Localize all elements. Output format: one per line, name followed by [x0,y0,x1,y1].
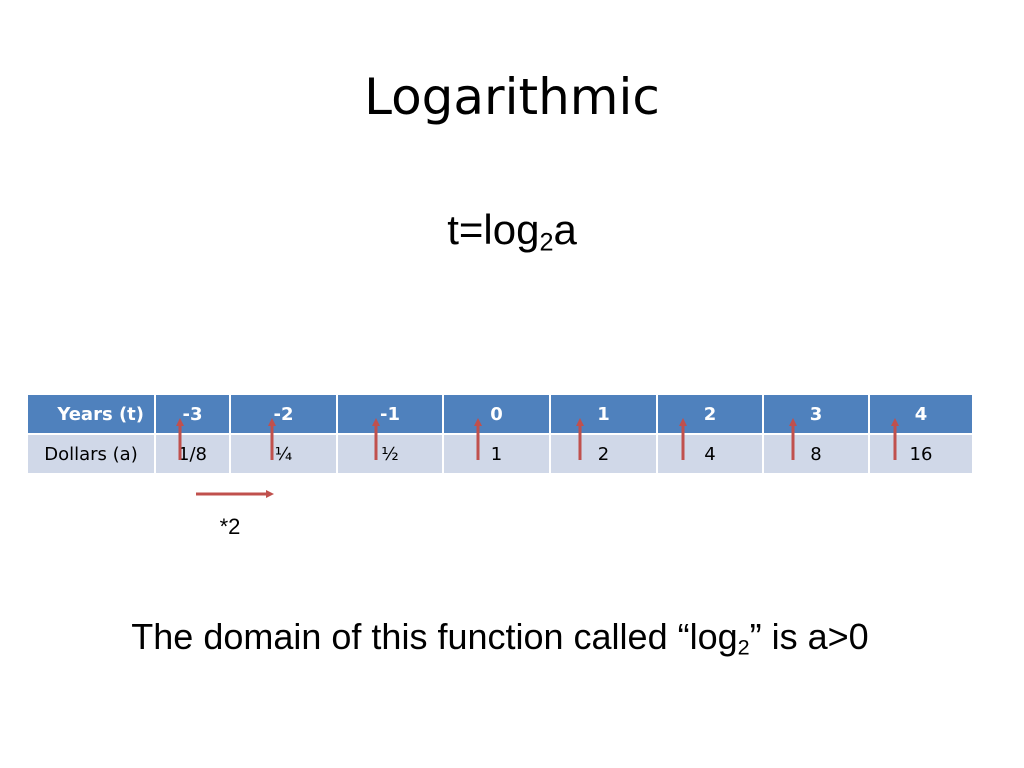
multiply-label: *2 [219,514,241,539]
formula-base: 2 [539,228,554,257]
table-row: Dollars (a) 1/8 ¼ ½ 1 2 4 8 16 [26,433,974,475]
header-cell: -1 [336,393,444,435]
row-cell: 1 [442,433,551,475]
header-cell: 1 [549,393,658,435]
formula-suffix: a [553,206,577,253]
log-table: Years (t) -3 -2 -1 0 1 2 3 4 Dollars (a)… [26,393,974,475]
row-cell: 1/8 [154,433,231,475]
domain-base: 2 [737,634,750,660]
row-cell: 2 [549,433,658,475]
row-cell: ½ [336,433,444,475]
row-cell: 16 [868,433,974,475]
formula-prefix: t=log [447,206,540,253]
header-cell: 4 [868,393,974,435]
slide-title: Logarithmic [364,68,660,126]
row-cell: ¼ [229,433,338,475]
domain-prefix: The domain of this function called “log [131,616,738,657]
header-cell: 0 [442,393,551,435]
formula: t=log2a [0,200,1024,260]
domain-statement: The domain of this function called “log2… [0,612,1000,662]
header-cell: -2 [229,393,338,435]
header-label: Years (t) [26,393,156,435]
header-cell: 3 [762,393,870,435]
table-header-row: Years (t) -3 -2 -1 0 1 2 3 4 [26,393,974,435]
row-label: Dollars (a) [26,433,156,475]
header-cell: 2 [656,393,764,435]
row-cell: 4 [656,433,764,475]
row-cell: 8 [762,433,870,475]
domain-suffix: ” is a>0 [749,616,869,657]
header-cell: -3 [154,393,231,435]
